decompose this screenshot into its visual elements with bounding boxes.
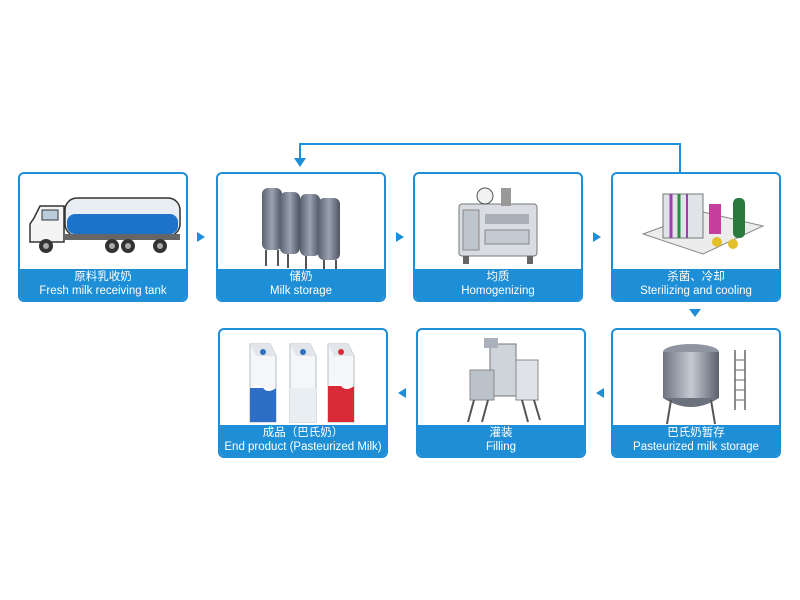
filling-machine-icon	[467, 338, 541, 423]
arrow-5-6	[596, 388, 604, 398]
step-label: 储奶 Milk storage	[218, 269, 384, 300]
step-label-zh: 灌装	[489, 427, 513, 439]
return-loop-arrowhead	[294, 158, 306, 167]
arrow-3-4	[593, 232, 601, 242]
milk-tanker-truck-icon	[29, 197, 181, 253]
step-label-zh: 成品（巴氏奶）	[262, 427, 344, 439]
storage-tank-icon	[663, 344, 746, 425]
step-label-en: Pasteurized milk storage	[633, 441, 759, 453]
step-milk-storage: 储奶 Milk storage	[216, 172, 386, 302]
storage-silos-icon	[262, 188, 340, 271]
step-filling: 灌装 Filling	[416, 328, 586, 458]
step-label-zh: 巴氏奶暂存	[667, 427, 725, 439]
sterilizer-unit-icon	[641, 193, 765, 255]
step-label-en: Filling	[485, 441, 517, 453]
step-label-zh: 杀菌、冷却	[667, 271, 725, 283]
step-label-en: Fresh milk receiving tank	[39, 285, 167, 297]
step-end-product: 成品（巴氏奶） End product (Pasteurized Milk)	[218, 328, 388, 458]
milk-cartons-icon	[249, 343, 355, 423]
step-label: 巴氏奶暂存 Pasteurized milk storage	[613, 425, 779, 456]
homogenizer-machine-icon	[458, 187, 538, 264]
step-label-en: Homogenizing	[461, 285, 535, 297]
arrow-2-3	[396, 232, 404, 242]
step-label-zh: 储奶	[289, 271, 313, 283]
step-sterilizing-cooling: 杀菌、冷却 Sterilizing and cooling	[611, 172, 781, 302]
step-label: 杀菌、冷却 Sterilizing and cooling	[613, 269, 779, 300]
step-homogenizing: 均质 Homogenizing	[413, 172, 583, 302]
step-label: 均质 Homogenizing	[415, 269, 581, 300]
step-label: 灌装 Filling	[418, 425, 584, 456]
arrow-1-2	[197, 232, 205, 242]
step-fresh-milk-receiving: 原料乳收奶 Fresh milk receiving tank	[18, 172, 188, 302]
step-label-en: Sterilizing and cooling	[640, 285, 752, 297]
return-loop-line	[299, 143, 681, 172]
step-label-zh: 均质	[486, 271, 510, 283]
step-pasteurized-milk-storage: 巴氏奶暂存 Pasteurized milk storage	[611, 328, 781, 458]
arrow-4-5	[689, 309, 701, 317]
step-label: 成品（巴氏奶） End product (Pasteurized Milk)	[220, 425, 386, 456]
step-label: 原料乳收奶 Fresh milk receiving tank	[20, 269, 186, 300]
step-label-zh: 原料乳收奶	[74, 271, 132, 283]
step-label-en: Milk storage	[270, 285, 332, 297]
arrow-6-7	[398, 388, 406, 398]
step-label-en: End product (Pasteurized Milk)	[224, 441, 382, 453]
